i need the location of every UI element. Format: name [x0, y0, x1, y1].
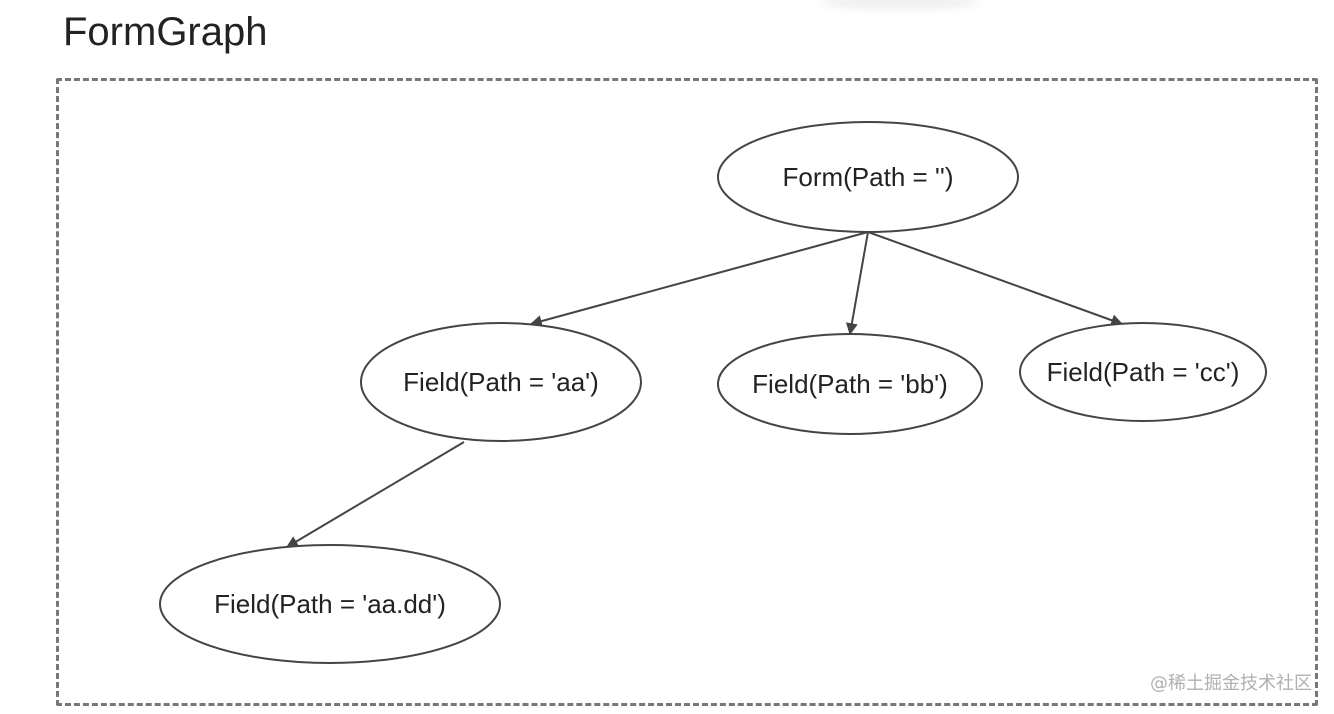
top-smudge [820, 0, 980, 10]
page-title: FormGraph [63, 10, 268, 54]
node-root: Form(Path = '') [717, 121, 1019, 233]
node-root-ellipse [717, 121, 1019, 233]
graph-frame [56, 78, 1318, 706]
node-aa-label: Field(Path = 'aa') [403, 367, 599, 397]
node-cc-label: Field(Path = 'cc') [1047, 357, 1240, 387]
edge-aa-to-aadd [285, 441, 465, 548]
node-bb-label: Field(Path = 'bb') [752, 369, 948, 399]
watermark: @稀土掘金技术社区 [1150, 673, 1312, 694]
edges-layer [285, 231, 1124, 548]
edge-root-to-aa [529, 231, 869, 327]
node-bb: Field(Path = 'bb') [717, 333, 983, 435]
node-aadd-label: Field(Path = 'aa.dd') [214, 589, 446, 619]
node-bb-ellipse [717, 333, 983, 435]
node-root-label: Form(Path = '') [782, 162, 953, 192]
node-aa-ellipse [360, 322, 642, 442]
edge-root-to-cc [867, 231, 1124, 326]
edge-root-to-bb [845, 231, 869, 336]
node-aadd-ellipse [159, 544, 501, 664]
node-cc-ellipse [1019, 322, 1267, 422]
node-aadd: Field(Path = 'aa.dd') [159, 544, 501, 664]
node-cc: Field(Path = 'cc') [1019, 322, 1267, 422]
node-aa: Field(Path = 'aa') [360, 322, 642, 442]
